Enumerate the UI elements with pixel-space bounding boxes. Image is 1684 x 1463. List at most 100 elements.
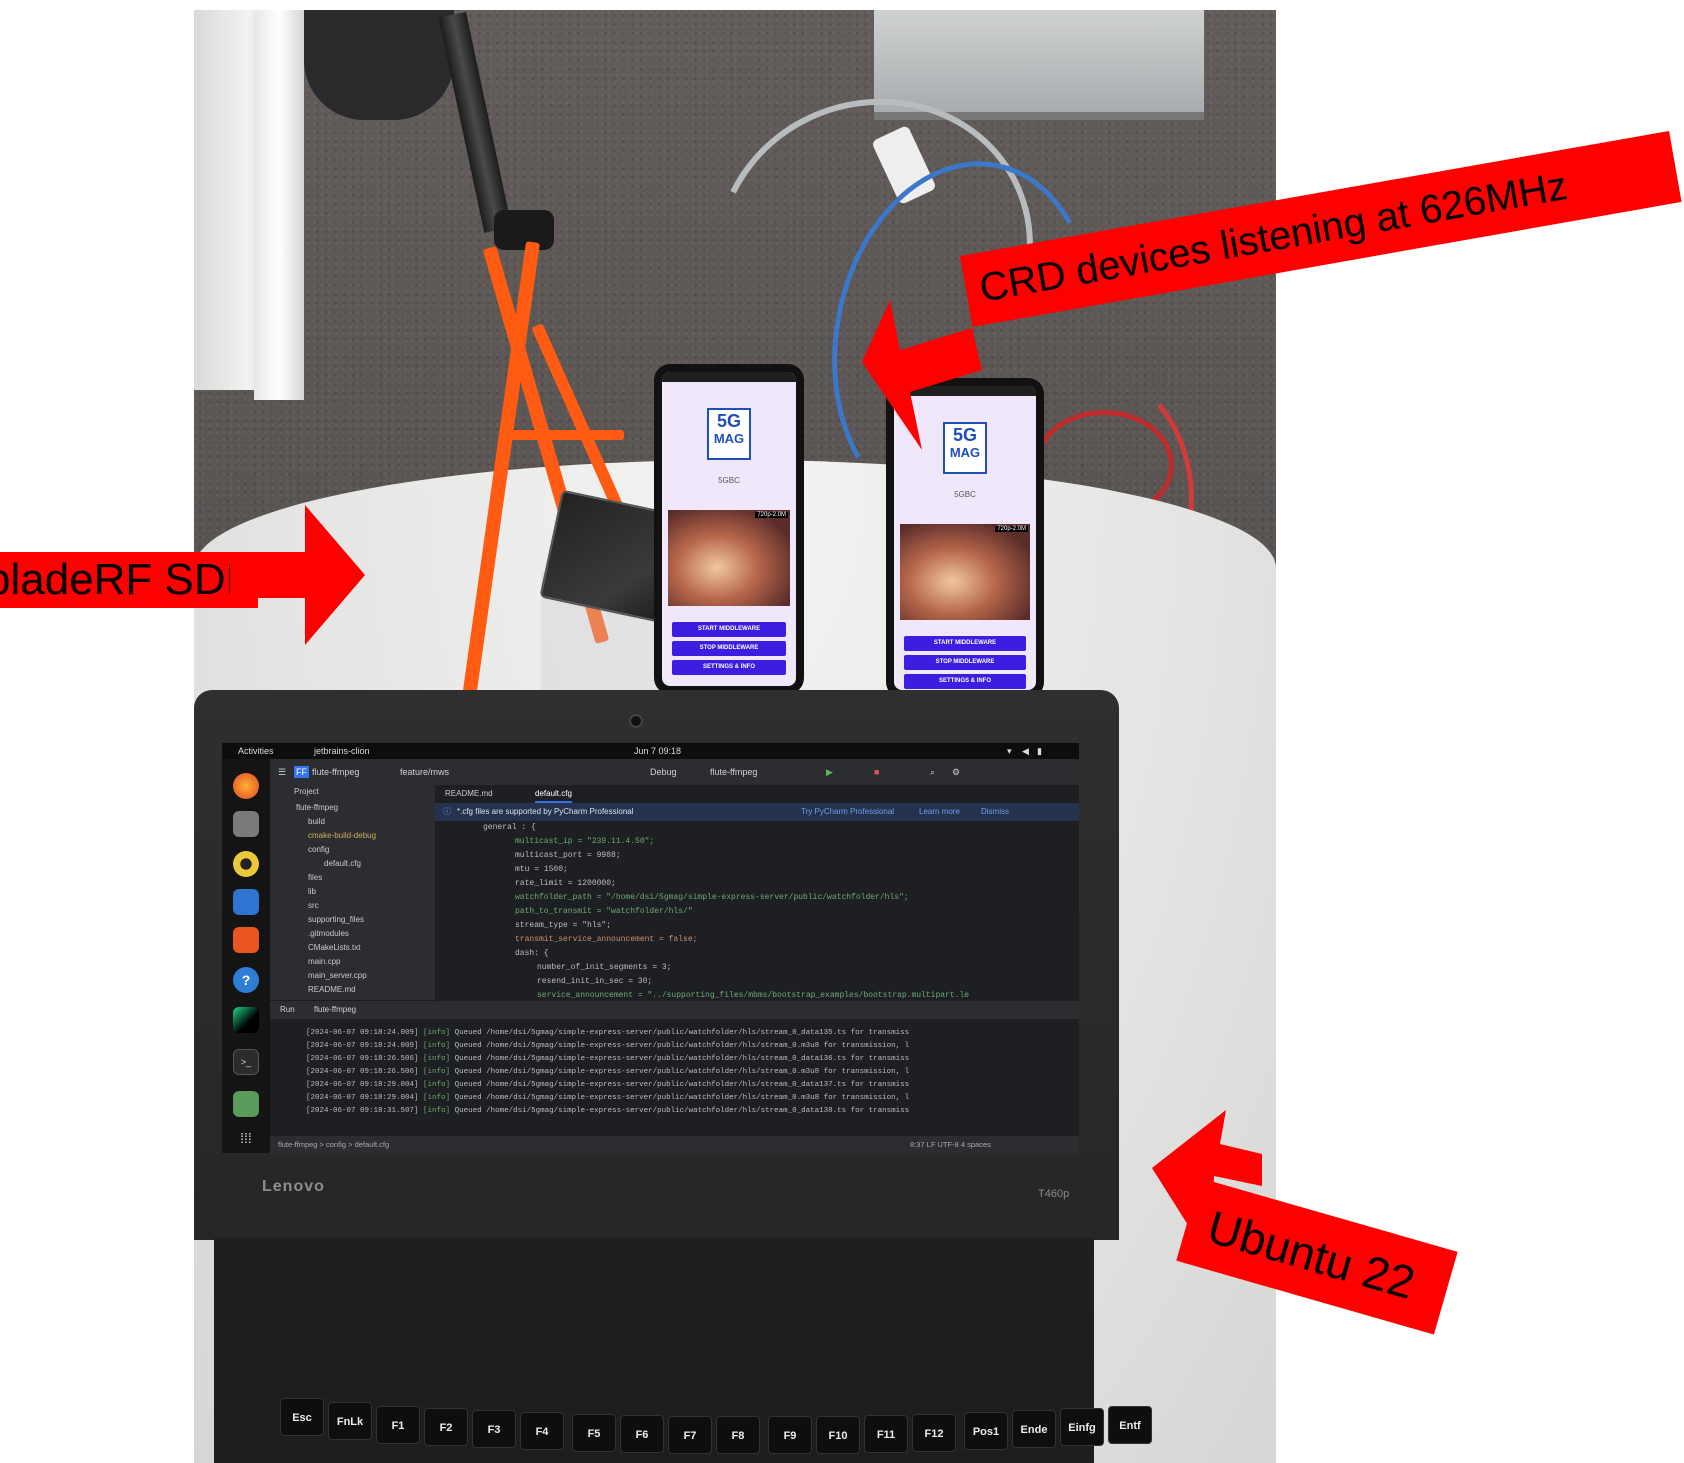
search-icon[interactable]: ⌕ bbox=[930, 767, 936, 777]
key-f4[interactable]: F4 bbox=[520, 1412, 564, 1450]
video-quality-tag: 720p-2.0M bbox=[995, 526, 1028, 532]
tree-item-folder[interactable]: cmake-build-debug bbox=[308, 831, 377, 840]
settings-info-button[interactable]: SETTINGS & INFO bbox=[672, 660, 786, 675]
code-line: general : { bbox=[483, 823, 536, 832]
key-f10[interactable]: F10 bbox=[816, 1416, 860, 1454]
run-panel-header: Run flute-ffmpeg bbox=[270, 1001, 1079, 1019]
clock[interactable]: Jun 7 09:18 bbox=[634, 746, 682, 756]
run-icon[interactable]: ▶ bbox=[826, 767, 833, 777]
files-icon[interactable] bbox=[233, 811, 259, 837]
activities-button[interactable]: Activities bbox=[238, 746, 274, 756]
clion-icon[interactable] bbox=[233, 1007, 259, 1033]
tree-item-file[interactable]: CMakeLists.txt bbox=[308, 943, 361, 952]
key-entf[interactable]: Entf bbox=[1108, 1406, 1152, 1444]
run-target-tab[interactable]: flute-ffmpeg bbox=[314, 1005, 357, 1014]
plugin-notice-banner: ⓘ *.cfg files are supported by PyCharm P… bbox=[435, 803, 1079, 821]
webcam-icon bbox=[629, 714, 643, 728]
active-app-label[interactable]: jetbrains-clion bbox=[314, 746, 370, 756]
key-fnlk[interactable]: FnLk bbox=[328, 1402, 372, 1440]
app-center-icon[interactable] bbox=[233, 927, 259, 953]
project-panel-title[interactable]: Project bbox=[294, 787, 319, 796]
writer-icon[interactable] bbox=[233, 889, 259, 915]
dismiss-link[interactable]: Dismiss bbox=[981, 807, 1009, 816]
antenna-tower-brace bbox=[504, 430, 624, 440]
key-f5[interactable]: F5 bbox=[572, 1414, 616, 1452]
breadcrumb[interactable]: flute-ffmpeg > config > default.cfg bbox=[278, 1140, 390, 1149]
tree-item-folder[interactable]: supporting_files bbox=[308, 915, 365, 924]
code-line: transmit_service_announcement = false; bbox=[515, 935, 698, 944]
status-indicators[interactable]: 8:37 LF UTF-8 4 spaces bbox=[910, 1140, 991, 1149]
gnome-top-bar: Activities jetbrains-clion Jun 7 09:18 ▾… bbox=[222, 743, 1079, 759]
logo-text-mag: MAG bbox=[949, 445, 981, 460]
key-f7[interactable]: F7 bbox=[668, 1416, 712, 1454]
battery-icon[interactable]: ▮ bbox=[1037, 746, 1042, 756]
key-f1[interactable]: F1 bbox=[376, 1406, 420, 1444]
tree-item-file[interactable]: .gitmodules bbox=[308, 929, 349, 938]
start-middleware-button[interactable]: START MIDDLEWARE bbox=[904, 636, 1026, 651]
show-apps-icon[interactable]: ⁞⁞⁞ bbox=[240, 1130, 252, 1146]
stop-icon[interactable]: ■ bbox=[874, 767, 880, 777]
code-line: rate_limit = 1200000; bbox=[515, 879, 616, 888]
terminal-icon[interactable]: >_ bbox=[233, 1049, 259, 1075]
branch-switcher[interactable]: feature/mws bbox=[400, 767, 450, 777]
start-middleware-button[interactable]: START MIDDLEWARE bbox=[672, 622, 786, 637]
project-switcher[interactable]: flute-ffmpeg bbox=[312, 767, 360, 777]
tree-item-folder[interactable]: files bbox=[308, 873, 323, 882]
stop-middleware-button[interactable]: STOP MIDDLEWARE bbox=[904, 655, 1026, 670]
tab-readme[interactable]: README.md bbox=[445, 789, 493, 798]
build-config-select[interactable]: Debug bbox=[650, 767, 677, 777]
logo-text-mag: MAG bbox=[713, 431, 745, 446]
project-badge-icon: FF bbox=[294, 766, 309, 778]
key-f9[interactable]: F9 bbox=[768, 1416, 812, 1454]
key-einfg[interactable]: Einfg bbox=[1060, 1408, 1104, 1446]
code-editor[interactable]: general : { multicast_ip = "239.11.4.50"… bbox=[435, 821, 1079, 1001]
logo-text-5g: 5G bbox=[952, 425, 977, 445]
rhythmbox-icon[interactable] bbox=[233, 851, 259, 877]
firefox-icon[interactable] bbox=[233, 773, 259, 799]
tree-item-file[interactable]: main_server.cpp bbox=[308, 971, 367, 980]
tree-item-folder[interactable]: lib bbox=[308, 887, 317, 896]
key-pos1[interactable]: Pos1 bbox=[964, 1412, 1008, 1450]
key-f2[interactable]: F2 bbox=[424, 1408, 468, 1446]
learn-more-link[interactable]: Learn more bbox=[919, 807, 960, 816]
key-esc[interactable]: Esc bbox=[280, 1398, 324, 1436]
volume-icon[interactable]: ◀ bbox=[1022, 746, 1029, 756]
key-f8[interactable]: F8 bbox=[716, 1416, 760, 1454]
try-pycharm-link[interactable]: Try PyCharm Professional bbox=[801, 807, 895, 816]
run-panel-title[interactable]: Run bbox=[280, 1005, 295, 1014]
video-player[interactable]: 720p-2.0M bbox=[900, 524, 1030, 620]
key-f11[interactable]: F11 bbox=[864, 1415, 908, 1453]
trash-icon[interactable] bbox=[233, 1091, 259, 1117]
key-f3[interactable]: F3 bbox=[472, 1410, 516, 1448]
app-title: 5GBC bbox=[954, 490, 976, 499]
gear-icon[interactable]: ⚙ bbox=[952, 767, 961, 777]
help-icon[interactable]: ? bbox=[233, 967, 259, 993]
tree-item-folder[interactable]: config bbox=[308, 845, 330, 854]
menu-icon[interactable]: ☰ bbox=[278, 767, 287, 777]
code-line: path_to_transmit = "watchfolder/hls/" bbox=[515, 907, 693, 916]
code-line: watchfolder_path = "/home/dsi/5gmag/simp… bbox=[515, 893, 909, 902]
settings-info-button[interactable]: SETTINGS & INFO bbox=[904, 674, 1026, 689]
tree-item-file[interactable]: default.cfg bbox=[324, 859, 361, 868]
code-line: stream_type = "hls"; bbox=[515, 921, 612, 930]
code-line: number_of_init_segments = 3; bbox=[537, 963, 672, 972]
tree-item-folder[interactable]: build bbox=[308, 817, 325, 826]
key-ende[interactable]: Ende bbox=[1012, 1410, 1056, 1448]
phone-left: 5G MAG 5GBC 720p-2.0M START MIDDLEWARE S… bbox=[654, 364, 804, 694]
log-line: [2024-06-07 09:18:26.506] [info] Queued … bbox=[306, 1068, 910, 1076]
tree-item-folder[interactable]: src bbox=[308, 901, 319, 910]
laptop-brand-logo: Lenovo bbox=[262, 1178, 325, 1195]
tree-item-file[interactable]: README.md bbox=[308, 985, 356, 994]
video-player[interactable]: 720p-2.0M bbox=[668, 510, 790, 606]
wifi-icon[interactable]: ▾ bbox=[1007, 746, 1012, 756]
key-f12[interactable]: F12 bbox=[912, 1414, 956, 1452]
stop-middleware-button[interactable]: STOP MIDDLEWARE bbox=[672, 641, 786, 656]
key-f6[interactable]: F6 bbox=[620, 1415, 664, 1453]
tree-item-file[interactable]: main.cpp bbox=[308, 957, 341, 966]
project-tool-window: Project flute-ffmpeg build cmake-build-d… bbox=[270, 785, 435, 1000]
tree-item-root[interactable]: flute-ffmpeg bbox=[296, 803, 339, 812]
label-bladerf: bladeRF SDR bbox=[0, 552, 258, 608]
laptop-screen: Activities jetbrains-clion Jun 7 09:18 ▾… bbox=[222, 743, 1079, 1153]
tab-default-cfg[interactable]: default.cfg bbox=[535, 786, 572, 803]
run-target-select[interactable]: flute-ffmpeg bbox=[710, 767, 758, 777]
